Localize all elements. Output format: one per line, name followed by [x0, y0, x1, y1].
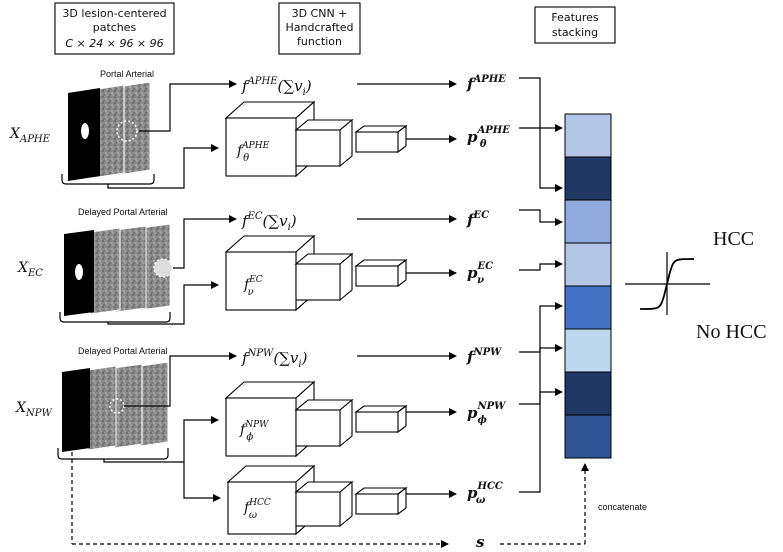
image-stack-aphe	[68, 81, 151, 181]
feat-f-aphe: fAPHE	[466, 74, 506, 93]
brace-ec	[59, 312, 171, 323]
feature-stack	[564, 113, 612, 459]
header-stacking-line2: stacking	[552, 26, 598, 39]
cnn-block-npw	[224, 380, 408, 458]
input-label-aphe: XAPHE	[9, 126, 51, 145]
input-label-ec: XEC	[17, 260, 43, 279]
header-stacking-line1: Features	[551, 11, 599, 24]
output-no-hcc: No HCC	[696, 321, 767, 343]
stack-cell-6	[564, 328, 612, 373]
cnn-block-ec	[224, 234, 408, 312]
stack-cell-5	[564, 285, 612, 330]
stack-cell-7	[564, 371, 612, 416]
phase-labels-ec: Delayed Portal Arterial	[78, 207, 168, 217]
header-cnn: 3D CNN + Handcrafted function	[278, 2, 361, 55]
wire-ec-to-handcrafted	[173, 215, 237, 269]
stack-cell-3	[564, 199, 612, 244]
image-stack-npw	[62, 361, 169, 452]
stack-cell-1	[564, 113, 612, 158]
stack-cell-2	[564, 156, 612, 201]
header-patches-line1: 3D lesion-centered	[62, 7, 166, 20]
stack-connectors	[500, 77, 589, 545]
header-cnn-line2: Handcrafted	[285, 21, 353, 34]
cnn-block-hcc	[226, 464, 408, 536]
handcrafted-fn-ec: fEC(∑vi)	[241, 211, 297, 233]
wire-npw-to-handcrafted	[124, 352, 237, 407]
stack-cell-4	[564, 242, 612, 287]
wire-aphe-to-cnn	[107, 144, 219, 189]
handcrafted-fn-npw: fNPW(∑vi)	[241, 348, 308, 370]
stack-cell-8	[564, 414, 612, 459]
feat-f-ec: fEC	[466, 210, 489, 229]
header-cnn-line3: function	[297, 35, 342, 48]
concatenate-label: concatenate	[598, 502, 647, 512]
s-label: s	[476, 533, 485, 551]
cnn-block-aphe	[224, 100, 408, 178]
wire-ec-to-cnn	[107, 281, 219, 325]
image-stack-ec	[64, 223, 173, 316]
output-hcc: HCC	[713, 228, 754, 250]
phase-labels-npw: Delayed Portal Arterial	[78, 346, 168, 356]
header-patches-line3: C × 24 × 96 × 96	[65, 37, 163, 50]
feat-f-npw: fNPW	[466, 347, 503, 366]
input-label-npw: XNPW	[15, 400, 52, 419]
header-stacking: Features stacking	[534, 6, 616, 44]
wire-aphe-to-handcrafted	[139, 80, 237, 132]
sigmoid-icon	[625, 252, 710, 315]
header-cnn-line1: 3D CNN +	[292, 7, 348, 20]
phase-labels-aphe: Portal Arterial	[100, 69, 154, 79]
wire-npw-to-hcc-cnn	[183, 462, 221, 502]
header-patches: 3D lesion-centered patches C × 24 × 96 ×…	[54, 2, 175, 55]
handcrafted-fn-aphe: fAPHE(∑vi)	[241, 76, 312, 98]
brace-npw	[57, 448, 169, 460]
header-patches-line2: patches	[93, 21, 137, 34]
